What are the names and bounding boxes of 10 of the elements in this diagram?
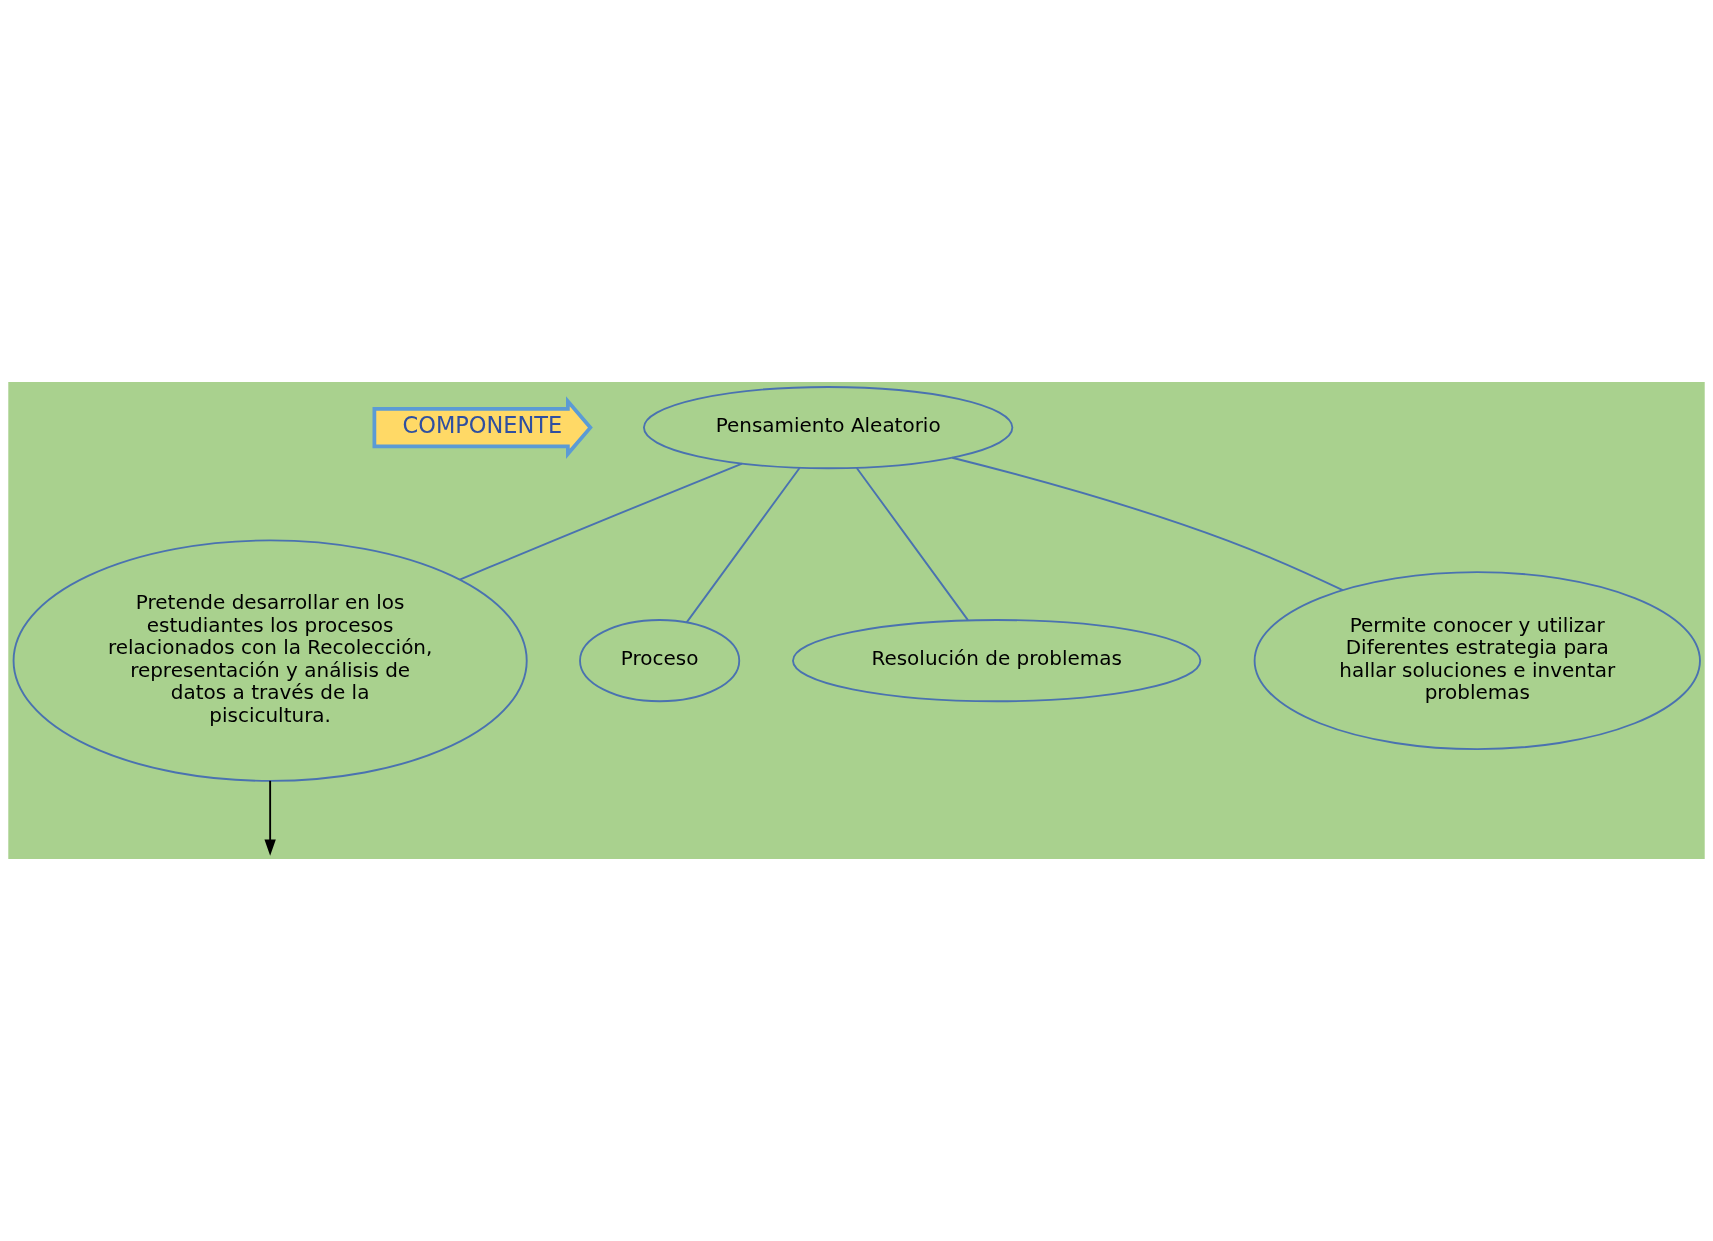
connector bbox=[685, 467, 801, 624]
connector bbox=[951, 456, 1344, 592]
node-ellipse: Pretende desarrollar en los estudiantes los procesos relacionados con la Recolección, representación y análisis de datos a través de la piscicultura. bbox=[12, 539, 528, 782]
connector bbox=[855, 467, 969, 622]
arrow bbox=[264, 779, 276, 856]
node-ellipse: Resolución de problemas bbox=[792, 619, 1202, 703]
connector bbox=[458, 462, 743, 581]
node-ellipse: Pensamiento Aleatorio bbox=[643, 386, 1014, 470]
node-ellipse: Proceso bbox=[579, 619, 741, 703]
node-ellipse: Permite conocer y utilizar Diferentes estrategia para hallar soluciones e inventar problemas bbox=[1253, 571, 1701, 751]
